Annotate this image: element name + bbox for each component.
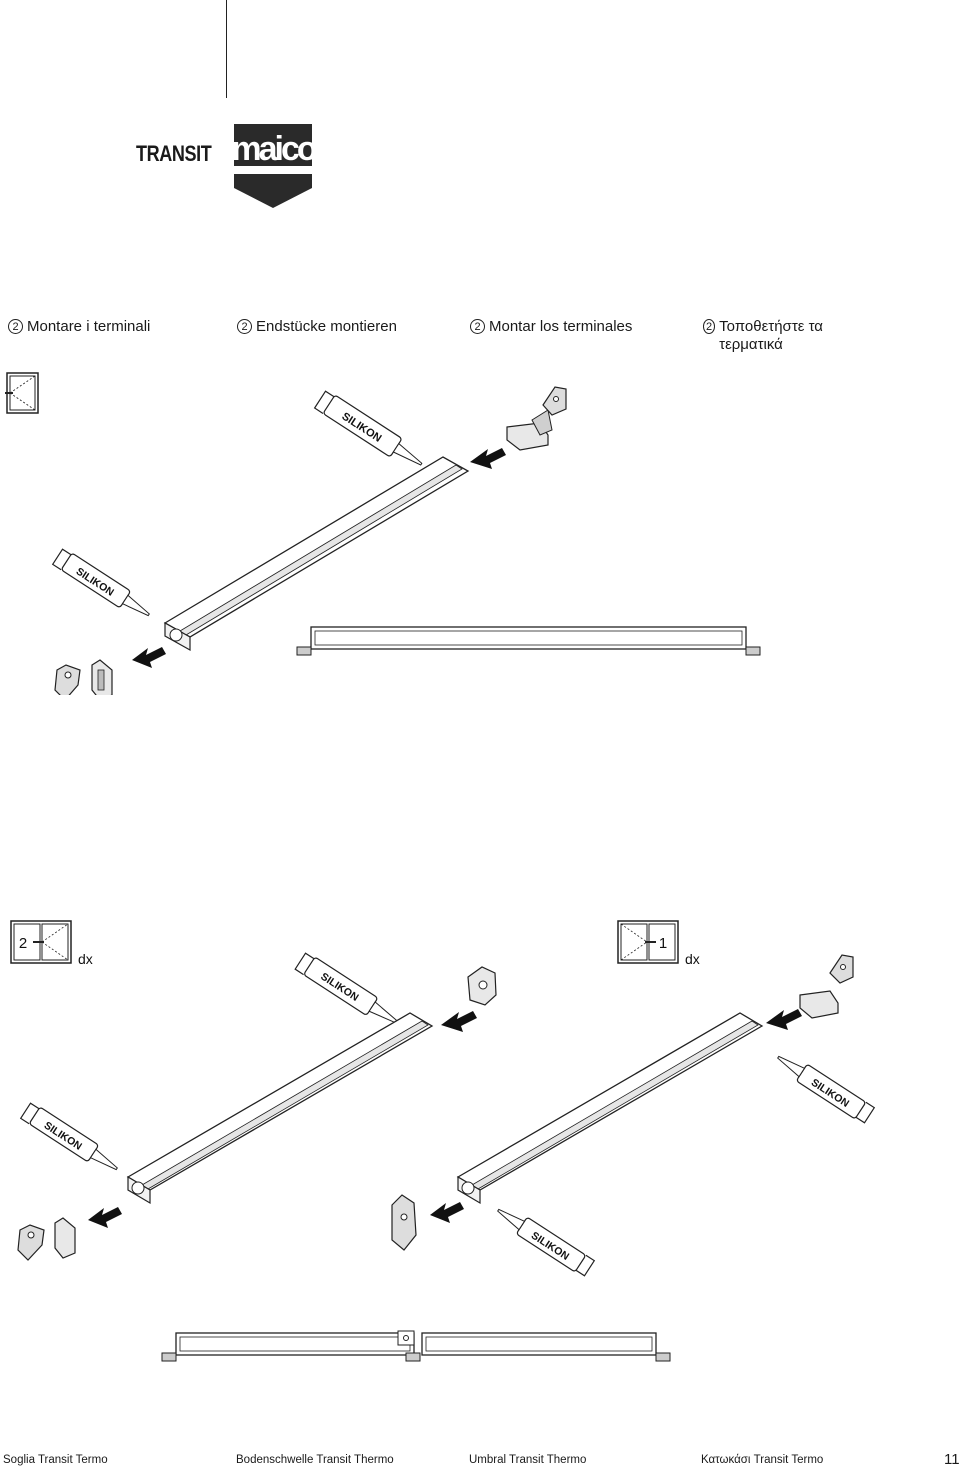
footer-label-it: Soglia Transit Termo	[3, 1454, 108, 1466]
silicone-tube: SILIKON	[51, 548, 150, 617]
step-heading-el: 2 Τοποθετήστε τα τερματικά	[703, 318, 853, 354]
step-text: Τοποθετήστε τα τερματικά	[719, 318, 823, 353]
step-text: Montar los terminales	[489, 318, 633, 335]
footer-label-el: Κατωκάσι Transit Termo	[701, 1454, 824, 1466]
threshold-top-view	[296, 626, 761, 656]
window-number: 2	[19, 935, 27, 952]
end-piece	[467, 966, 497, 1006]
side-label: dx	[685, 951, 700, 967]
step-text: Endstücke montieren	[256, 318, 397, 335]
threshold-top-view	[161, 1330, 671, 1362]
arrow-icon	[441, 1011, 477, 1032]
step-number: 2	[8, 319, 23, 334]
threshold-profile	[456, 1012, 764, 1205]
step-number: 2	[470, 319, 485, 334]
arrow-icon	[132, 647, 166, 668]
end-piece	[54, 659, 113, 695]
arrow-icon	[430, 1202, 464, 1223]
arrow-icon	[470, 448, 506, 469]
step-heading-de: 2 Endstücke montieren	[237, 318, 397, 336]
silicone-tube: SILIKON	[497, 1208, 596, 1277]
silicone-tube: SILIKON	[777, 1055, 876, 1124]
step-text: Montare i terminali	[27, 318, 151, 335]
step-number: 2	[703, 319, 716, 334]
header-divider-line	[226, 0, 227, 98]
brand-name: TRANSIT	[136, 141, 212, 166]
step-number: 2	[237, 319, 252, 334]
silicone-tube: SILIKON	[294, 952, 399, 1025]
end-piece	[17, 1217, 76, 1261]
window-icon	[5, 372, 39, 414]
step-heading-it: 2 Montare i terminali	[8, 318, 150, 336]
illustration-single-door: SILIKON SILIKON	[5, 372, 761, 695]
silicone-tube: SILIKON	[313, 390, 423, 466]
page-number: 11	[944, 1451, 960, 1468]
end-piece	[506, 386, 567, 451]
footer-label-es: Umbral Transit Thermo	[469, 1454, 587, 1466]
threshold-profile	[163, 456, 470, 652]
maico-logo: maico	[234, 124, 314, 208]
arrow-icon	[88, 1207, 122, 1228]
window-icon: 2	[10, 920, 72, 964]
window-icon: 1	[617, 920, 679, 964]
footer-label-de: Bodenschwelle Transit Thermo	[236, 1454, 394, 1466]
threshold-profile	[126, 1012, 434, 1205]
arrow-icon	[766, 1009, 802, 1030]
silicone-tube: SILIKON	[19, 1102, 118, 1171]
svg-text:maico: maico	[234, 130, 314, 168]
illustration-double-door: 2 dx 1 dx SILIKON SILIKON	[10, 920, 876, 1362]
window-number: 1	[659, 935, 667, 952]
step-heading-es: 2 Montar los terminales	[470, 318, 632, 336]
end-piece	[391, 1194, 417, 1251]
side-label: dx	[78, 951, 93, 967]
end-piece	[799, 954, 854, 1019]
